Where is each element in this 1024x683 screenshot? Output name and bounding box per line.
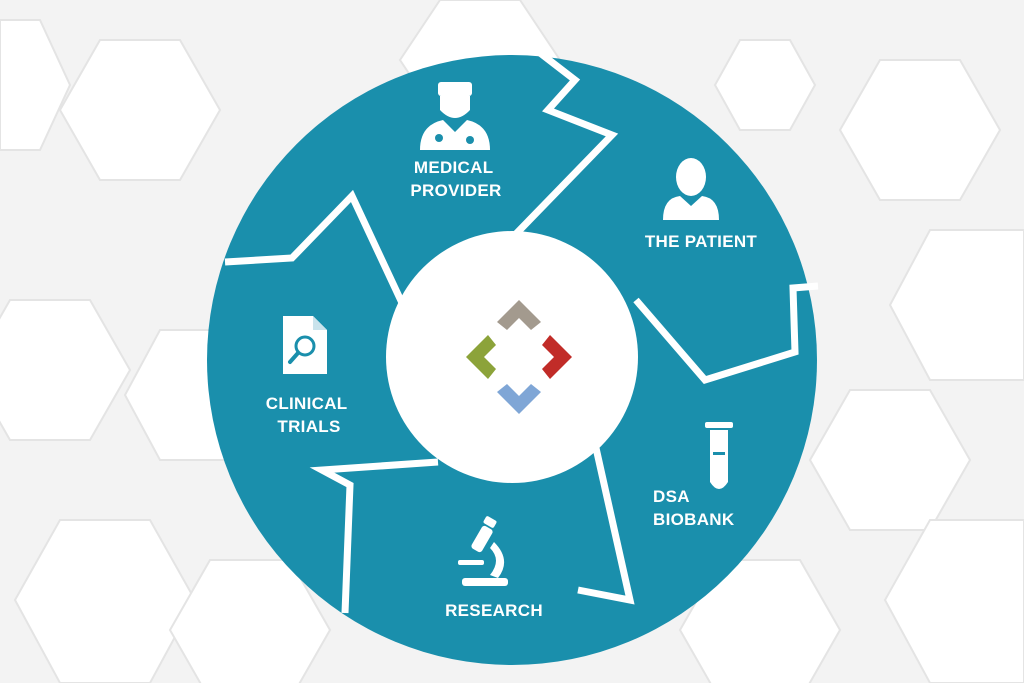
center-circle [386,231,638,483]
hexagon-shape [838,59,1002,201]
label-line: CLINICAL [266,394,347,413]
label-line: TRIALS [277,417,340,436]
label-dsa-biobank: DSA BIOBANK [653,487,735,529]
hexagon-shape [0,299,132,441]
hexagon-shape [883,519,1024,683]
person-icon [663,158,719,220]
cycle-arrow-divider [309,458,439,614]
hexagon-shape [713,39,817,131]
hexagon-shape [888,229,1024,381]
hexagon-shape [58,39,222,181]
hexagon-shape [678,559,842,683]
label-line: MEDICAL [414,158,493,177]
logo-chevron-right [542,335,572,379]
cycle-arrow-divider [224,189,414,322]
cycle-arrow-divider [633,282,819,385]
hexagon-shape [0,19,72,151]
doctor-icon [420,82,490,150]
test-tube-icon [705,422,733,489]
label-research: RESEARCH [445,601,543,620]
hexagon-shape [13,519,197,683]
microscope-icon [458,516,508,586]
label-clinical-trials: CLINICAL TRIALS [266,394,352,436]
label-the-patient: THE PATIENT [645,232,758,251]
label-line: RESEARCH [445,601,543,620]
logo-chevron-left [466,335,496,379]
logo-chevron-bottom [497,384,541,414]
four-chevron-logo-icon [466,300,572,414]
document-search-icon [283,316,327,374]
label-line: THE PATIENT [645,232,758,251]
cycle-arrow-divider [509,33,619,241]
label-medical-provider: MEDICAL PROVIDER [410,158,501,200]
logo-chevron-top [497,300,541,330]
label-line: PROVIDER [410,181,501,200]
label-line: BIOBANK [653,510,735,529]
label-line: DSA [653,487,689,506]
